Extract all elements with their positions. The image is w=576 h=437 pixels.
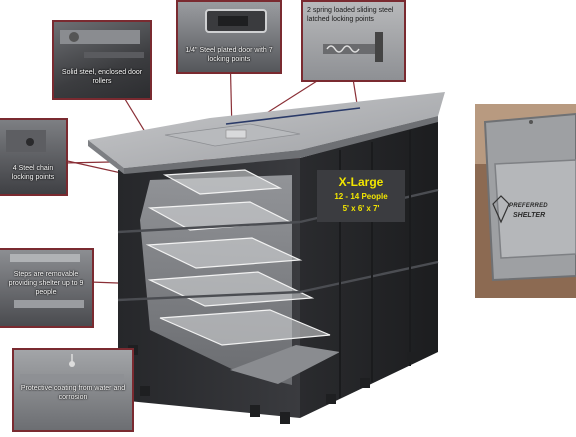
callout-steps: Steps are removable providing shelter up… — [0, 248, 94, 328]
coating-photo — [20, 354, 124, 384]
capacity-label: 12 - 14 People — [334, 192, 388, 201]
dimensions-label: 5' x 6' x 7' — [342, 204, 380, 213]
size-badge: X-Large 12 - 14 People 5' x 6' x 7' — [317, 170, 405, 222]
door-photo — [205, 9, 267, 33]
size-label: X-Large — [338, 175, 384, 189]
callout-chain-text: 4 Steel chain locking points — [11, 165, 55, 181]
callout-latches-text: 2 spring loaded sliding steel latched lo… — [307, 7, 394, 23]
steps-photo — [10, 254, 84, 308]
door-handle — [225, 129, 247, 139]
callout-door-text: 1/4" Steel plated door with 7 locking po… — [185, 47, 273, 63]
callout-door: 1/4" Steel plated door with 7 locking po… — [176, 0, 282, 74]
brand-line1: PREFERRED — [509, 203, 548, 209]
shelter-door-photo: PREFERRED SHELTER — [475, 104, 576, 298]
callout-latches: 2 spring loaded sliding steel latched lo… — [301, 0, 406, 82]
chain-photo — [6, 130, 46, 152]
callout-rollers-text: Solid steel, enclosed door rollers — [61, 69, 143, 85]
callout-steps-text: Steps are removable providing shelter up… — [8, 271, 84, 296]
callout-rollers: Solid steel, enclosed door rollers — [52, 20, 152, 100]
callout-chain: 4 Steel chain locking points — [0, 118, 68, 196]
shelter-right-face — [300, 120, 438, 418]
door-track — [225, 107, 361, 125]
removable-steps — [145, 169, 331, 346]
roller-photo — [60, 30, 144, 58]
tornado-logo-icon — [492, 195, 510, 224]
shelter-floor — [230, 345, 340, 384]
callout-coating-text: Protective coating from water and corros… — [20, 385, 126, 401]
latch-photo — [323, 32, 383, 62]
callout-coating: Protective coating from water and corros… — [12, 348, 134, 432]
brand-line2: SHELTER — [513, 212, 546, 219]
